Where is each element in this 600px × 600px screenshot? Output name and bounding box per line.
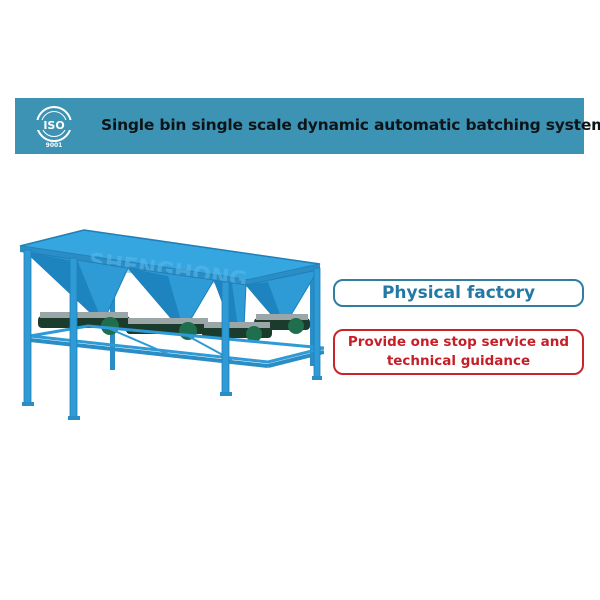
title-banner: ISO 9001 Single bin single scale dynamic… <box>15 98 600 154</box>
page-title: Single bin single scale dynamic automati… <box>101 116 600 134</box>
iso-sub-text: 9001 <box>46 142 63 149</box>
service-line-1: Provide one stop service and <box>347 334 570 350</box>
physical-factory-badge: Physical factory <box>333 279 584 307</box>
service-line-2: technical guidance <box>386 353 531 369</box>
batching-machine-illustration: SHENGHONG <box>19 229 324 420</box>
iso-main-text: ISO <box>43 119 64 132</box>
iso-9001-seal-icon: ISO 9001 <box>36 106 72 149</box>
physical-factory-label: Physical factory <box>381 283 536 303</box>
service-badge: Provide one stop service and technical g… <box>333 329 584 375</box>
